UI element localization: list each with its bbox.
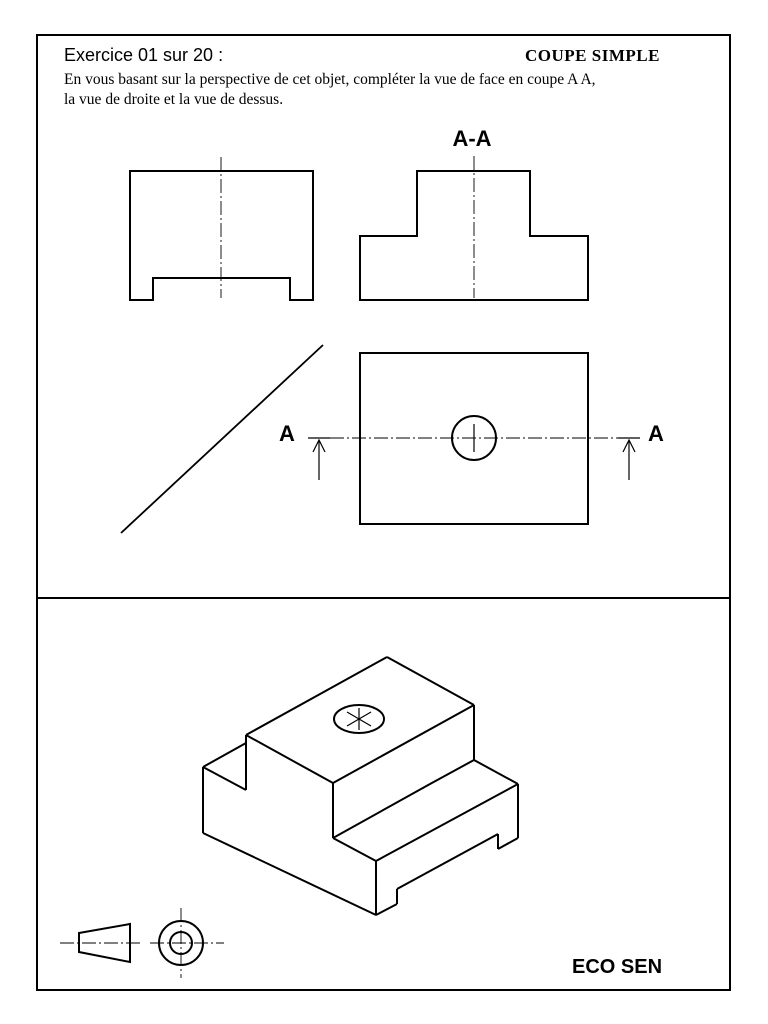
- exercise-title: COUPE SIMPLE: [525, 46, 660, 65]
- miter-line: [120, 344, 324, 534]
- section-title: A-A: [452, 126, 491, 151]
- signature: ECO SEN: [572, 956, 662, 978]
- left-view: [129, 157, 314, 301]
- cut-indicator-left: A: [279, 421, 330, 480]
- section-view-aa: A-A: [359, 126, 589, 301]
- projection-symbol-icon: [60, 908, 224, 978]
- instruction-line-2: la vue de droite et la vue de dessus.: [64, 91, 283, 108]
- cut-indicator-right: A: [618, 421, 664, 480]
- sheet-border: [36, 34, 731, 991]
- cut-label-right: A: [648, 421, 664, 446]
- top-view: [330, 352, 622, 525]
- cut-label-left: A: [279, 421, 295, 446]
- isometric-perspective: [202, 656, 519, 916]
- instruction-line-1: En vous basant sur la perspective de cet…: [64, 71, 596, 88]
- exercise-label: Exercice 01 sur 20 :: [64, 45, 223, 65]
